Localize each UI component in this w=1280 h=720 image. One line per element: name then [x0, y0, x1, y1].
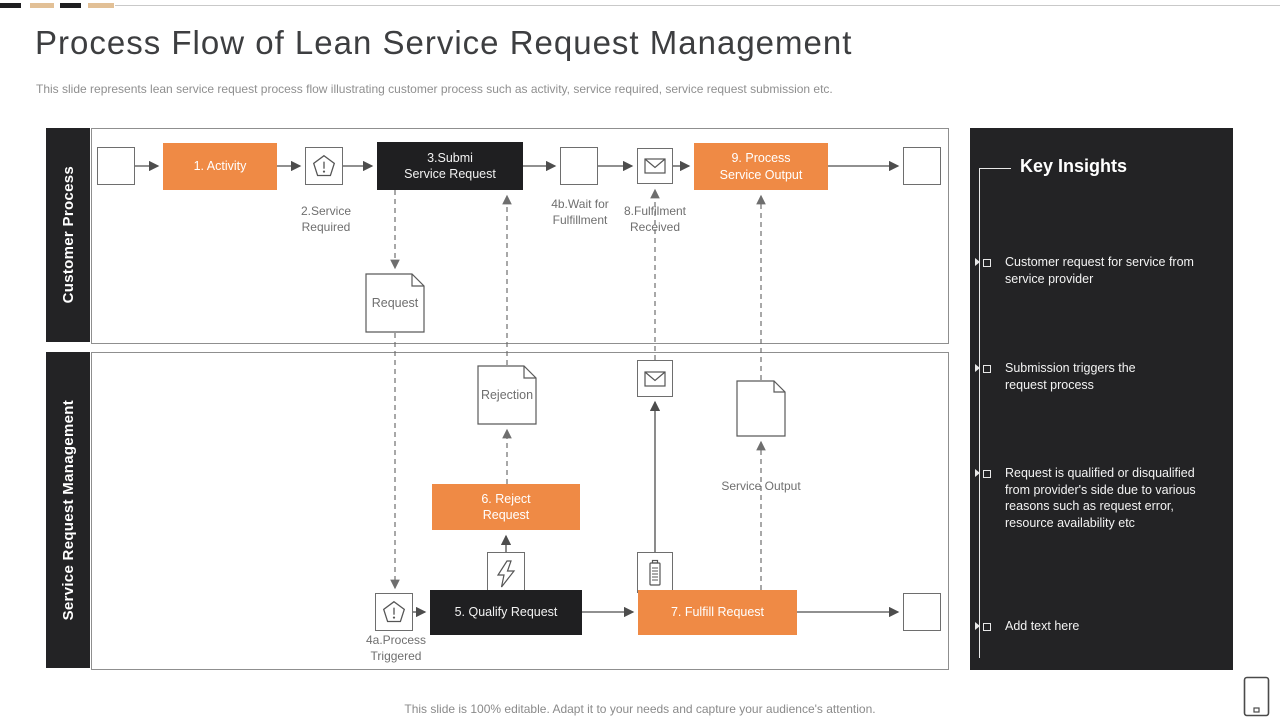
key-insights-title: Key Insights: [1020, 156, 1128, 176]
flow-node-process-service-output: 9. Process Service Output: [694, 143, 828, 190]
phone-icon: [1243, 676, 1270, 717]
slide-subtitle: This slide represents lean service reque…: [36, 82, 833, 96]
flow-event-process-triggered: [375, 593, 413, 631]
bullet-square-icon: [983, 365, 991, 373]
lane-header-customer-process: Customer Process: [46, 128, 90, 342]
battery-icon: [649, 559, 661, 586]
flow-label-service-required: 2.Service Required: [300, 204, 352, 234]
flow-node-qualify-request: 5. Qualify Request: [430, 590, 582, 635]
key-insight-item: Request is qualified or disqualified fro…: [1005, 466, 1196, 530]
flow-doc-request: Request: [365, 273, 425, 333]
document-shape: [736, 380, 786, 437]
key-insights-panel: Key Insights Customer request for servic…: [970, 128, 1233, 670]
key-insight-item: Submission triggers the request process: [1005, 361, 1136, 392]
flow-end-square-top: [903, 147, 941, 185]
flow-node-label: 6. Reject Request: [481, 491, 531, 522]
flow-label-fulfilment-received: 8.Fulfilment Received: [623, 204, 687, 234]
flow-start-square: [97, 147, 135, 185]
bullet-square-icon: [983, 259, 991, 267]
flow-node-label: 9. Process Service Output: [719, 151, 803, 182]
pentagon-alert-icon: [382, 600, 406, 623]
flow-label-process-triggered: 4a.Process Triggered: [365, 633, 427, 663]
flow-node-label: 1. Activity: [193, 159, 247, 174]
flow-doc-rejection: Rejection: [477, 365, 537, 425]
decor-dash: [88, 3, 114, 8]
bullet-arrow-icon: [975, 258, 980, 266]
flow-event-service-required: [305, 147, 343, 185]
decor-dash: [60, 3, 81, 8]
flow-node-fulfill-request: 7. Fulfill Request: [638, 590, 797, 635]
flow-node-wait-for-fulfillment: [560, 147, 598, 185]
key-insight-item: Customer request for service from servic…: [1005, 255, 1194, 286]
decor-dash: [30, 3, 54, 8]
flow-event-message-received: [637, 360, 673, 397]
flow-node-label: 5. Qualify Request: [454, 605, 558, 620]
envelope-icon: [644, 370, 666, 387]
flow-node-label: 3.Submi Service Request: [404, 150, 496, 181]
flow-label-wait-for-fulfillment: 4b.Wait for Fulfillment: [551, 197, 609, 227]
bullet-square-icon: [983, 470, 991, 478]
lane-header-service-request-management: Service Request Management: [46, 352, 90, 668]
panel-vertical-line: [979, 168, 980, 658]
bullet-arrow-icon: [975, 469, 980, 477]
flow-end-square-bottom: [903, 593, 941, 631]
bullet-arrow-icon: [975, 364, 980, 372]
pentagon-alert-icon: [312, 154, 336, 177]
document-shape: [477, 365, 537, 425]
envelope-icon: [644, 158, 666, 174]
flow-event-fulfillment-resource: [637, 552, 673, 593]
flow-event-fulfilment-received: [637, 148, 673, 184]
panel-tick-line: [979, 168, 1011, 169]
page-title: Process Flow of Lean Service Request Man…: [35, 24, 853, 61]
flow-node-submit-service-request: 3.Submi Service Request: [377, 142, 523, 190]
decor-line: [115, 5, 1280, 6]
flow-event-qualify-error: [487, 552, 525, 596]
flow-doc-service-output: [736, 380, 786, 437]
flow-node-activity: 1. Activity: [163, 143, 277, 190]
slide-footer-note: This slide is 100% editable. Adapt it to…: [404, 702, 876, 716]
key-insight-item: Add text here: [1005, 619, 1080, 633]
flow-label-service-output: Service Output: [721, 479, 801, 493]
doc-label: Request: [371, 296, 419, 310]
flow-node-reject-request: 6. Reject Request: [432, 484, 580, 530]
doc-label: Rejection: [480, 388, 534, 402]
document-shape: [365, 273, 425, 333]
decor-dash: [0, 3, 21, 8]
bullet-arrow-icon: [975, 622, 980, 630]
bullet-square-icon: [983, 623, 991, 631]
lightning-icon: [496, 560, 516, 588]
flow-node-label: 7. Fulfill Request: [670, 605, 765, 620]
